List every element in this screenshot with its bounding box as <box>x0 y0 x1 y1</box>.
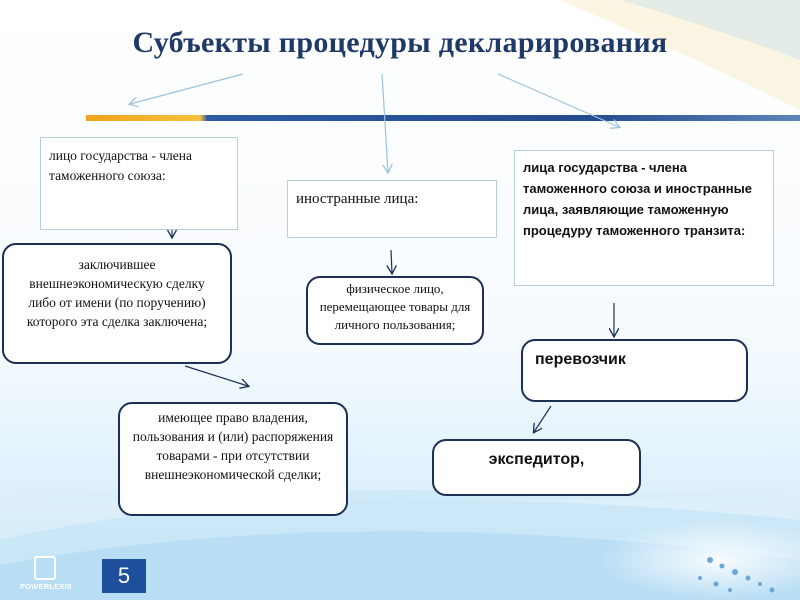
node-foreign-persons: иностранные лица: <box>287 180 497 238</box>
arrow-title-to-foreign-persons <box>381 73 388 172</box>
node-individual: физическое лицо, перемещающее товары для… <box>306 276 484 345</box>
arrow-title-to-member-state-person <box>130 73 244 104</box>
logo-icon <box>34 556 56 580</box>
node-transit-declarants: лица государства - члена таможенного сою… <box>514 150 774 286</box>
slide-title: Субъекты процедуры декларирования <box>132 26 668 59</box>
arrow-foreign-to-individual <box>391 249 392 273</box>
arrow-contract-to-owner-right <box>184 365 248 386</box>
title-divider-bar <box>86 115 800 121</box>
slide-number: 5 <box>102 559 146 593</box>
node-carrier: перевозчик <box>521 339 748 402</box>
logo-text: POWERLEXIS <box>19 582 72 591</box>
node-owner-right: имеющее право владения, пользования и (и… <box>118 402 348 516</box>
powerlexis-logo: POWERLEXIS <box>16 556 76 596</box>
arrow-carrier-to-forwarder <box>534 405 552 432</box>
node-forwarder: экспедитор, <box>432 439 641 496</box>
node-contract-party: заключившее внешнеэкономическую сделку л… <box>2 243 232 364</box>
node-member-state-person: лицо государства - члена таможенного сою… <box>40 137 238 230</box>
